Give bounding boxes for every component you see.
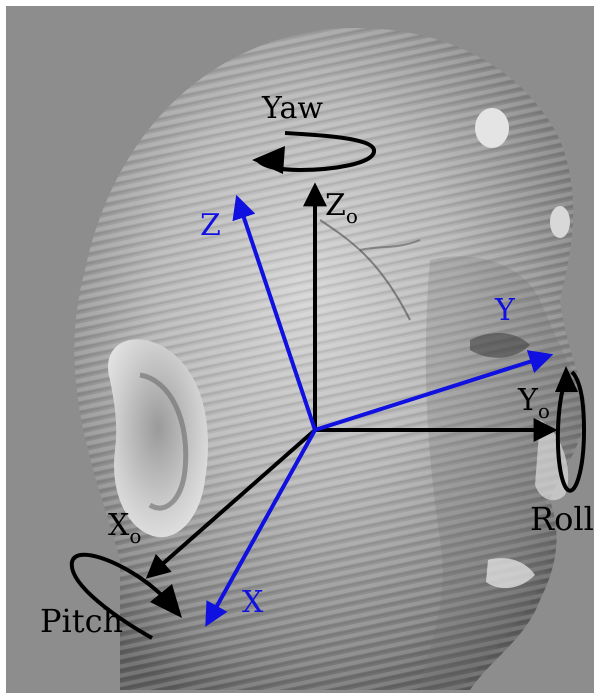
- head-z-label: Z: [200, 208, 221, 243]
- roll-label: Roll: [530, 500, 594, 538]
- yaw-label: Yaw: [261, 91, 323, 126]
- marker-bump-2: [550, 206, 570, 238]
- head-x-label: X: [242, 585, 264, 620]
- pitch-label: Pitch: [40, 602, 123, 640]
- head-render: [74, 28, 585, 690]
- head-y-label: Y: [494, 293, 516, 328]
- marker-bump-1: [475, 108, 509, 148]
